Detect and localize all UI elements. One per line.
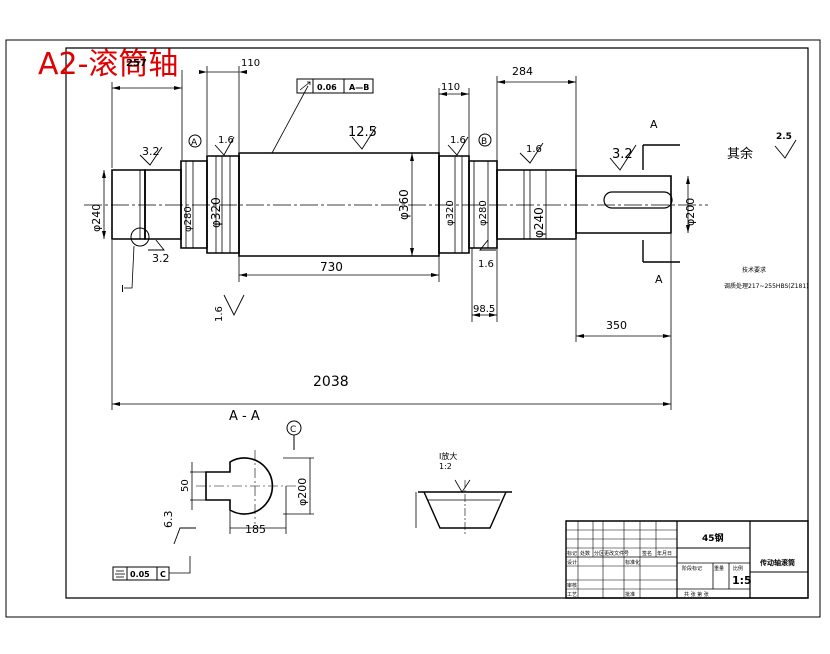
symmetry-tolerance-frame: 0.05 C [113,556,190,580]
dim-2038: 2038 [313,374,349,390]
tech-requirement-body: 调质处理217~255HBS(Z181) [724,282,809,290]
dimension-arrows [102,70,690,406]
svg-text:0.06: 0.06 [317,83,337,92]
dim-730: 730 [320,260,343,274]
dim-dia-360: φ360 [397,189,411,220]
detail-scale: 1:2 [439,462,452,471]
tb-approve: 批准 [625,591,635,598]
tb-standard: 标准化 [625,559,640,566]
section-cut-marks [643,145,680,262]
dim-50: 50 [180,479,191,492]
dim-dia-320-left: φ320 [209,197,223,228]
dim-dia-240-right: φ240 [532,207,546,238]
roughness-1-6-e: 1.6 [214,306,225,322]
roughness-1-6-a: 1.6 [218,135,234,146]
roughness-3-2-b: 3.2 [612,147,633,162]
tb-material: 45钢 [702,532,724,544]
section-view [190,450,314,534]
detail-label: I放大 [439,451,457,461]
tb-sheets: 共 张 第 张 [684,591,709,598]
detail-leader [124,246,134,288]
tb-weight: 重量 [714,565,724,572]
roughness-12-5: 12.5 [348,125,377,140]
dim-98-5: 98.5 [473,304,495,315]
tb-stage: 阶段标记 [682,565,702,572]
tb-h-sign: 签名 [642,550,652,557]
roughness-3-2-a: 3.2 [142,145,160,158]
roughness-1-6-c: 1.6 [526,144,542,155]
section-label: A - A [229,409,260,424]
roughness-1-6-d: 1.6 [478,259,494,270]
dim-dia-200: φ200 [684,198,697,226]
dim-110-left: 110 [241,58,260,69]
svg-text:B: B [481,137,487,147]
roughness-2-5: 2.5 [776,132,792,142]
tb-part-name: 传动轴滚筒 [759,558,795,567]
dim-dia-200-section: φ200 [296,478,309,506]
detail-marker-label: I [121,284,124,295]
roughness-6-3: 6.3 [162,511,175,529]
dim-257: 257 [126,58,147,69]
detail-circle [131,228,149,246]
tb-h-change: 更改文件号 [604,550,629,557]
dim-dia-320-right: φ320 [445,200,456,226]
datum-b-marker: B [479,134,491,147]
shaft-outline [112,153,671,256]
svg-text:C: C [160,570,166,579]
cut-a-bottom-label: A [655,273,663,286]
shaft-step-left-240 [145,170,181,239]
tb-h-date: 年月日 [657,550,672,557]
cut-a-top-label: A [650,118,658,131]
tb-scale: 1:5 [732,574,752,587]
roughness-3-2-c: 3.2 [152,252,170,265]
datum-a-marker: A [189,135,201,148]
dim-dia-240-left: φ240 [90,204,103,232]
svg-text:A—B: A—B [349,83,369,92]
shoulder-lines [140,156,530,253]
runout-tolerance-frame: 0.06 A—B [272,79,373,153]
tb-check: 审核 [567,582,577,589]
tb-h-zone: 分区 [594,550,604,557]
tb-process: 工艺 [567,592,577,598]
shaft-step-left-280 [181,161,207,248]
dim-dia-280-left: φ280 [183,206,194,232]
datum-c-marker: C [287,421,301,450]
roughness-1-6-b: 1.6 [450,135,466,146]
title-block [566,521,808,598]
tb-design: 设计 [567,559,577,566]
svg-text:A: A [191,138,198,148]
roughness-symbols [140,127,796,544]
svg-text:C: C [290,425,296,435]
keyway-slot [604,192,672,208]
note-rest: 其余 [727,146,753,162]
dim-dia-280-right: φ280 [478,200,489,226]
dimension-lines [104,66,688,410]
tech-requirement-title: 技术要求 [742,266,766,274]
shaft-step-right-200 [576,176,671,233]
svg-text:0.05: 0.05 [130,570,150,579]
dim-284: 284 [512,65,533,78]
detail-view [416,480,512,534]
outer-border [6,40,820,617]
inner-frame [66,48,808,598]
dim-185: 185 [245,523,266,536]
drawing-title: A2-滚筒轴 [38,47,178,82]
dim-350: 350 [606,319,627,332]
tb-h-count: 处数 [580,550,590,557]
tb-h-mark: 标记 [567,550,577,557]
tb-ratio: 比例 [733,565,743,572]
dim-110-right: 110 [441,82,460,93]
